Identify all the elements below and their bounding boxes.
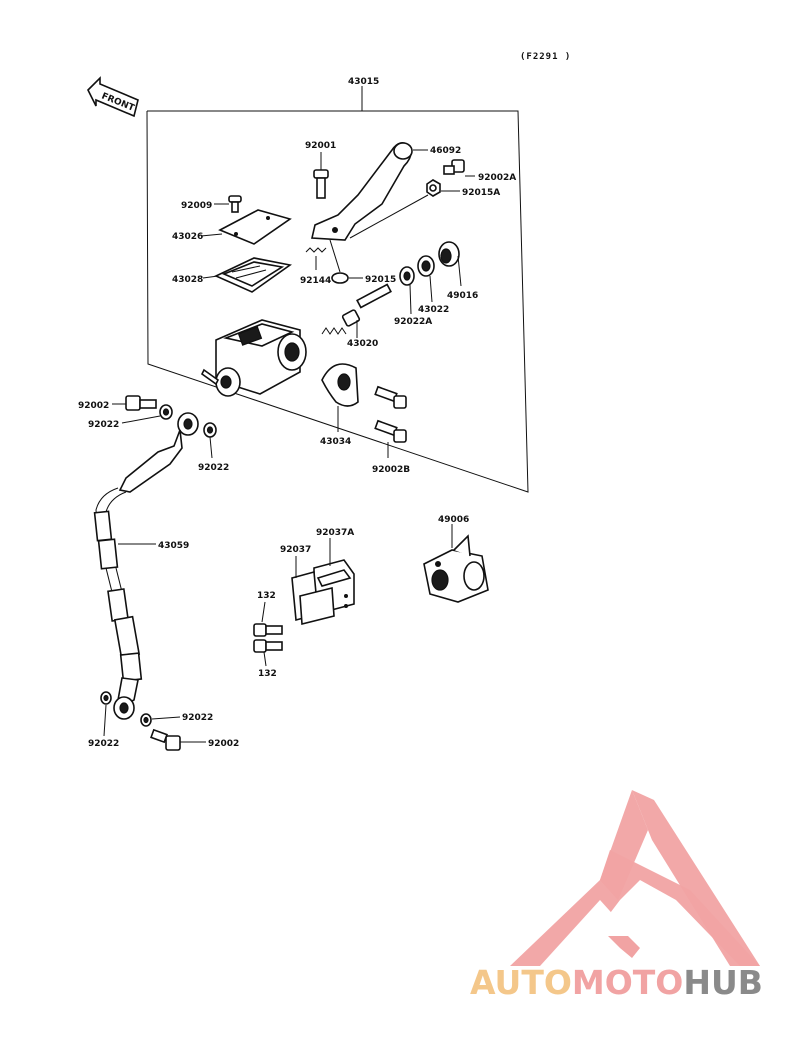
screw-92009: [214, 195, 242, 213]
label-43020: 43020: [347, 339, 378, 349]
label-43034: 43034: [320, 437, 351, 447]
label-92002-bottom: 92002: [208, 739, 239, 749]
washer-92022A: [399, 266, 415, 315]
label-132-bottom: 132: [258, 669, 277, 679]
banjo-bolt-92002-top: [112, 395, 157, 411]
logo-word-hub: HUB: [683, 963, 763, 1002]
label-92144: 92144: [300, 276, 331, 286]
washer-92022-bottom-left: [100, 691, 112, 737]
label-92022-top-left: 92022: [88, 420, 119, 430]
label-43028: 43028: [172, 275, 203, 285]
label-49006: 49006: [438, 515, 469, 525]
label-92015: 92015: [365, 275, 396, 285]
label-92022-top-right: 92022: [198, 463, 229, 473]
master-cylinder-body: [200, 319, 307, 397]
bolt-92002A: [443, 159, 475, 177]
label-92022-bottom-left: 92022: [88, 739, 119, 749]
dust-boot-49016: [438, 241, 462, 287]
label-92037A: 92037A: [316, 528, 354, 538]
label-43059: 43059: [158, 541, 189, 551]
ring-92015: [329, 239, 363, 284]
banjo-bolt-92002-bottom: [150, 728, 206, 751]
switch-49006: [423, 524, 489, 603]
brake-lever-46092: [311, 142, 429, 241]
label-92015A: 92015A: [462, 188, 500, 198]
clamp-43034: [321, 363, 359, 432]
front-arrow-icon: FRONT: [87, 76, 139, 118]
washer-92022-top-left: [121, 404, 173, 424]
logo-word-auto: AUTO: [470, 963, 572, 1002]
brake-hose-43059: [93, 412, 199, 720]
label-43015: 43015: [348, 77, 379, 87]
label-49016: 49016: [447, 291, 478, 301]
reservoir-cap-43026: [200, 209, 292, 245]
label-92009: 92009: [181, 201, 212, 211]
automotohub-logo: AUTOMOTOHUB: [470, 790, 763, 1002]
label-92022A: 92022A: [394, 317, 432, 327]
clamp-bolt-92002B: [374, 419, 407, 458]
label-92002A: 92002A: [478, 173, 516, 183]
label-43026: 43026: [172, 232, 203, 242]
label-43022: 43022: [418, 305, 449, 315]
assembly-frame: 43015: [146, 77, 529, 493]
bolt-132-bottom: [253, 639, 283, 667]
label-132-top: 132: [257, 591, 276, 601]
bolt-132-top: [253, 601, 283, 637]
washer-92022-top-right: [203, 422, 217, 459]
bracket-92037: [291, 556, 335, 626]
label-92001: 92001: [305, 141, 336, 151]
diagram-code: (F2291 ): [520, 52, 571, 62]
nut-92015A: [426, 179, 460, 197]
label-92022-bottom-right: 92022: [182, 713, 213, 723]
piston-43020: [321, 283, 392, 338]
washer-92022-bottom-right: [140, 713, 181, 727]
diaphragm-43028: [202, 257, 292, 293]
clamp-bolt-upper: [374, 385, 407, 409]
logo-word-moto: MOTO: [572, 963, 683, 1002]
label-92037: 92037: [280, 545, 311, 555]
label-46092: 46092: [430, 146, 461, 156]
label-92002-top: 92002: [78, 401, 109, 411]
svg-text:AUTOMOTOHUB: AUTOMOTOHUB: [470, 963, 763, 1002]
spring-92144: [305, 247, 327, 270]
label-92002B: 92002B: [372, 465, 410, 475]
seal-43022: [417, 255, 435, 303]
pivot-bolt-92001: [313, 152, 329, 199]
